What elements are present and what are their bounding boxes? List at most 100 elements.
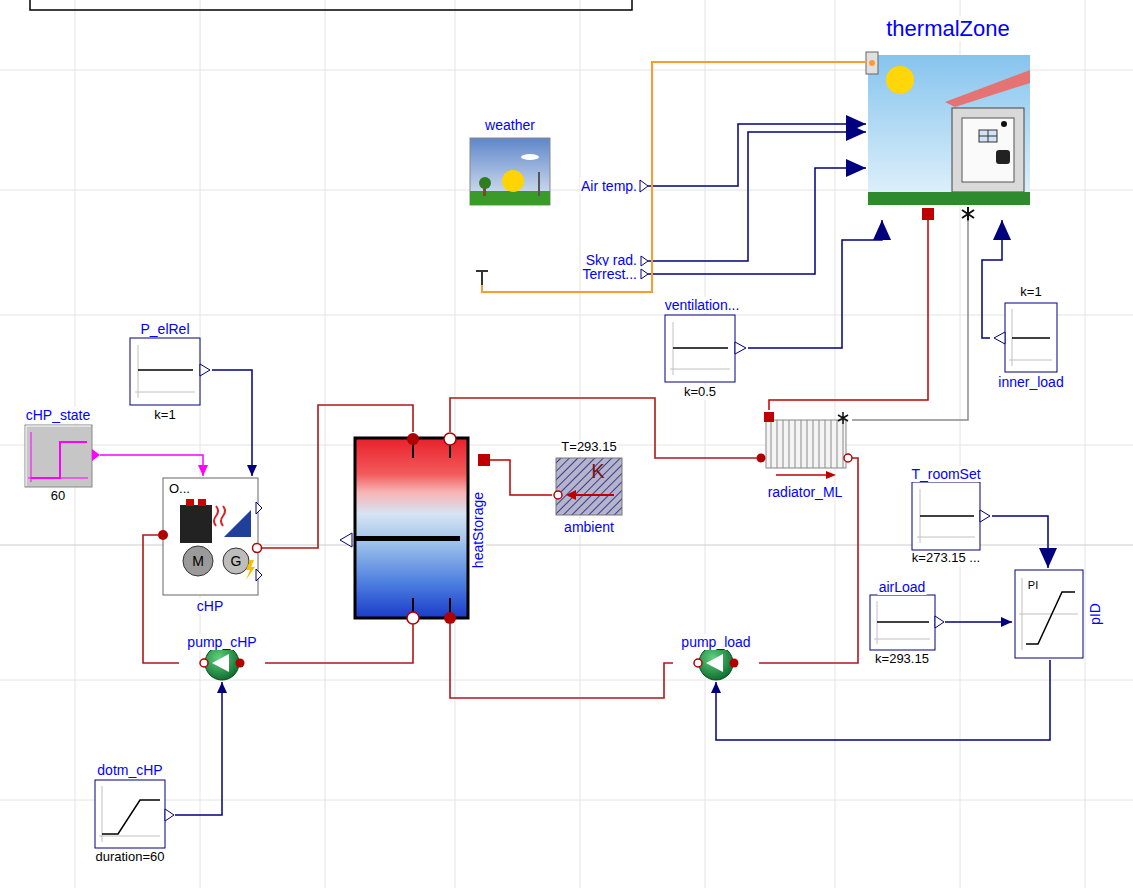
boolean-step-icon [28, 432, 88, 482]
weather-icon [538, 172, 540, 196]
constant-block-icon [917, 489, 975, 543]
component-name: pump_cHP [186, 634, 257, 650]
component-name: cHP [196, 598, 224, 614]
constant-block-icon [95, 780, 165, 848]
component-name: pump_load [680, 634, 751, 650]
chp-icon [223, 548, 249, 574]
weather-icon [641, 256, 648, 266]
boolean-step-icon [25, 425, 92, 487]
connector [482, 62, 866, 292]
parameter-text: k=0.5 [683, 385, 717, 400]
component-name: Air temp. [580, 178, 638, 194]
constant-block-icon [165, 809, 174, 821]
storage-icon [407, 612, 419, 624]
component-name: inner_load [997, 374, 1064, 390]
weather-icon [640, 180, 648, 192]
source-block: airLoadk=293.15 [864, 578, 945, 669]
ramp-block: dotm_cHPduration=60 [85, 760, 175, 868]
constant-block-icon [935, 616, 944, 628]
component-name: radiator_ML [767, 484, 844, 500]
constant-block-icon [99, 786, 160, 842]
connector [716, 660, 1050, 740]
component-name: heatStorage [470, 491, 486, 569]
connector [262, 405, 413, 548]
chp-icon [256, 502, 262, 514]
radiator-icon [766, 420, 846, 468]
chp-icon [158, 478, 262, 595]
chp-icon [246, 560, 255, 580]
radiator-icon [826, 471, 836, 479]
component-name: ventilation... [664, 297, 741, 313]
boolean-step-icon [31, 442, 87, 478]
grid [0, 315, 1133, 316]
weather-icon [470, 138, 648, 285]
connector [992, 516, 1048, 568]
constant-block-icon [1005, 303, 1057, 372]
connector [982, 220, 1002, 338]
thermal-zone-icon [1001, 121, 1007, 127]
boolean-step-icon [26, 426, 91, 486]
symbol-letter: M [192, 554, 204, 568]
constant-block-icon [135, 345, 195, 398]
pump-icon [699, 646, 733, 680]
temperature-block: T=293.15ambient [552, 438, 628, 537]
storage-icon [355, 536, 460, 541]
chp-icon [180, 505, 212, 543]
chp-icon [256, 569, 262, 581]
storage-icon [413, 444, 450, 612]
pump-icon [236, 659, 245, 668]
zone-block: thermalZone [866, 12, 1036, 220]
weather-icon [502, 170, 524, 192]
component-name: pID [1087, 602, 1103, 626]
controller-icon [1019, 578, 1078, 650]
constant-block-icon [102, 800, 160, 834]
storage-icon [444, 433, 456, 445]
connector [769, 220, 928, 410]
connector [100, 455, 203, 476]
constant-block-icon [735, 342, 746, 354]
symbol-letter: K [591, 461, 604, 481]
constant-block-icon [665, 315, 735, 382]
grid [705, 0, 706, 888]
weather-icon [479, 177, 491, 189]
source-block: P_elRelk=1 [120, 318, 212, 428]
connector [175, 682, 222, 815]
thermal-zone-icon [886, 66, 914, 94]
grid [325, 0, 326, 888]
parameter-text: k=1 [1019, 285, 1042, 300]
component-name: Terrest... [582, 266, 638, 282]
radiator-icon [764, 412, 774, 422]
radiator-icon [838, 412, 848, 424]
connector [759, 458, 858, 663]
radiator-icon [844, 454, 852, 462]
connector [648, 132, 866, 261]
boolean-source-block: cHP_state60 [18, 405, 100, 506]
component-name: weather [484, 117, 536, 133]
controller-icon [1015, 570, 1083, 658]
weather-icon [470, 138, 550, 205]
pump-block: pump_load [673, 633, 759, 682]
connector [450, 624, 673, 698]
connector [450, 398, 758, 458]
storage-icon [355, 438, 468, 618]
thermal-zone-icon [866, 52, 1030, 221]
fixed-temperature-icon [554, 458, 622, 515]
storage-icon [340, 533, 352, 547]
thermal-zone-icon [869, 60, 875, 66]
symbol-letter: G [231, 554, 242, 568]
thermal-zone-icon [962, 207, 974, 221]
parameter-text: O... [168, 482, 191, 497]
source-block: k=1 inner_load [990, 283, 1072, 392]
parameter-text: k=273.15 ... [911, 551, 981, 566]
constant-block-icon [95, 303, 1057, 848]
radiator-icon [757, 412, 853, 479]
pump-icon [212, 654, 229, 672]
fixed-temperature-icon [566, 490, 576, 500]
connector [852, 220, 968, 420]
storage-icon [407, 433, 419, 445]
controller-icon [1015, 570, 1083, 658]
weather-icon [641, 269, 648, 279]
thermal-zone-icon [866, 52, 878, 74]
constant-block-icon [870, 595, 935, 650]
